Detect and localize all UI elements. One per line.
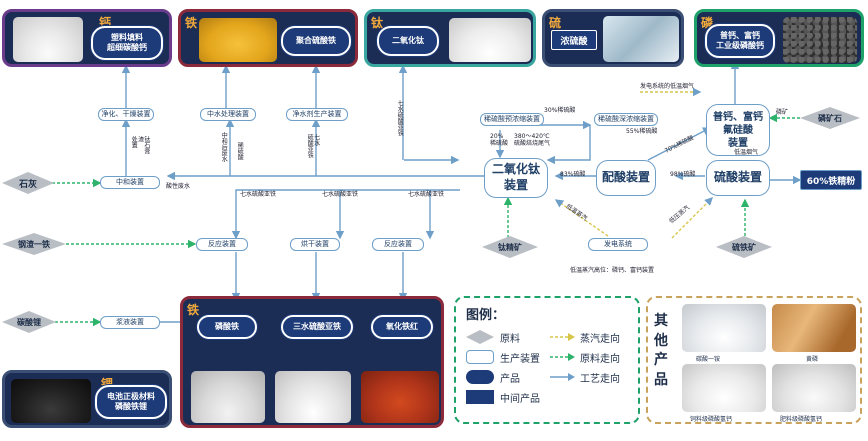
legend-process-label: 工艺走向 [580, 374, 620, 385]
lithium-product-panel: 锂 电池正极材料 磷酸铁锂 [2, 370, 172, 428]
polyferric-sulfate-photo [199, 18, 277, 62]
flow-label-98-acid: 98%硫酸 [670, 171, 696, 178]
acid-mixing-device: 配酸装置 [596, 160, 656, 196]
ti-dioxide-photo [449, 18, 531, 62]
steel-slag-iron-raw-material: 钢渣一铁 [2, 233, 66, 255]
legend-device-swatch [466, 350, 494, 364]
calcium-carbonate-photo [13, 17, 83, 62]
flow-label-tail-water: 酸性废水 [166, 183, 191, 190]
mono-ammonium-photo [682, 304, 766, 352]
sulfuric-acid-product: 浓硫酸 [551, 30, 597, 50]
phosphate-rock-raw-material: 磷矿石 [800, 107, 860, 129]
power-system-device: 发电系统 [588, 238, 648, 251]
calcium-product: 塑料填料 超细碳酸钙 [91, 26, 163, 60]
flow-label-sludge: 钛石膏 渣 处置 [130, 136, 150, 154]
ti-product-frame: 钛 二氧化钛 [364, 9, 536, 67]
calcium-product-frame: 钙 塑料填料 超细碳酸钙 [2, 9, 172, 67]
phosphate-plant-device: 普钙、富钙 氟硅酸 装置 [706, 104, 770, 156]
neutralization-device: 中和装置 [100, 176, 160, 189]
ti-dioxide-product: 二氧化钛 [377, 26, 439, 56]
ferrous-sulfate-product: 三水硫酸亚铁 [281, 315, 353, 339]
legend-raw-swatch [466, 330, 494, 344]
pyrite-raw-material: 硫铁矿 [716, 236, 772, 258]
flow-label-low-gas: 低温烟气 [734, 149, 759, 156]
purify-dry-device: 净化、干燥装置 [98, 108, 154, 121]
legend-product-label: 产品 [500, 374, 520, 385]
sulfur-element-label: 硫 [549, 16, 562, 30]
other-products-panel: 其 他 产 品 碳酸一铵 黄磷 饲料级磷酸氢钙 肥料级磷酸氢钙 [646, 296, 862, 424]
yellow-phosphorus-photo [772, 304, 856, 352]
ti-concentrate-raw-material: 钛精矿 [482, 236, 538, 258]
ti-element-label: 钛 [371, 16, 384, 30]
flow-label-steam-c: 低温蒸汽高位：磷钙、富钙装置 [570, 267, 655, 274]
iron-phosphate-photo [191, 371, 265, 423]
flow-label-temp: 380～420℃ 硫酸焙烧尾气 [514, 133, 551, 147]
polyferric-sulfate-product: 聚合硫酸铁 [281, 26, 351, 56]
lime-raw-material: 石灰 [2, 172, 54, 194]
flow-label-power-gas: 发电系统的低温烟气 [640, 83, 695, 90]
legend-process-arrow-icon [550, 373, 575, 381]
other-products-title: 其 他 产 品 [654, 313, 668, 388]
lithium-iron-phosphate-product: 电池正极材料 磷酸铁锂 [95, 385, 167, 419]
lithium-carbonate-raw-material: 碳酸锂 [2, 311, 56, 333]
iron-panel-element-label: 铁 [187, 303, 200, 317]
dilute-acid-deepconc-device: 稀硫酸深浓缩装置 [594, 113, 658, 126]
phosphorus-product-frame: 磷 普钙、富钙 工业级磷酸钙 [694, 9, 864, 67]
phosphate-product: 普钙、富钙 工业级磷酸钙 [705, 24, 775, 58]
iron-poly-product-frame: 铁 聚合硫酸铁 [178, 9, 358, 67]
tio2-plant-device: 二氧化钛 装置 [484, 158, 548, 198]
iron-concentrate-intermediate: 60%铁精粉 [800, 170, 862, 190]
flow-label-ferrous-4: 七水硫酸亚铁 [396, 100, 404, 136]
iron-oxide-red-photo [361, 371, 439, 423]
legend-raw-arrow-icon [550, 353, 575, 361]
fertilizer-grade-phosphate-photo [772, 364, 856, 412]
iron-products-panel: 铁 磷酸铁 三水硫酸亚铁 氧化铁红 [180, 296, 444, 428]
legend-title: 图例： [466, 308, 506, 323]
flow-label-ferrous-side: 七水 硫酸亚铁 [306, 134, 320, 158]
reaction-device-1: 反应装置 [196, 238, 248, 251]
ferrous-sulfate-photo [275, 371, 351, 423]
flow-label-mid-water: 中和后废水 [220, 132, 228, 162]
sulfuric-acid-device: 硫酸装置 [706, 160, 770, 196]
phosphate-granules-photo [783, 17, 857, 63]
legend-raw-label: 原料 [500, 334, 520, 345]
legend-device-label: 生产装置 [500, 354, 540, 365]
sulfuric-acid-photo [603, 16, 679, 62]
flow-label-20-acid: 20% 稀硫酸 [490, 133, 509, 147]
iron-element-label: 铁 [185, 16, 198, 30]
pfs-plant-device: 净水剂生产装置 [286, 108, 348, 121]
flow-label-mineral: 磷矿 [776, 109, 789, 116]
iron-phosphate-product: 磷酸铁 [197, 315, 257, 339]
dilute-acid-preconc-device: 稀硫酸预浓缩装置 [480, 113, 544, 126]
lithium-iron-phosphate-photo [11, 379, 91, 423]
slurry-device: 浆液装置 [100, 316, 160, 329]
flow-label-55-acid: 55%稀硫酸 [626, 128, 658, 135]
legend-raw-flow-label: 原料走向 [580, 354, 620, 365]
legend-product-swatch [466, 370, 494, 384]
other-product-label-2: 黄磷 [806, 356, 819, 363]
legend-steam-label: 蒸汽走向 [580, 334, 620, 345]
other-product-label-1: 碳酸一铵 [696, 356, 721, 363]
legend-intermediate-label: 中间产品 [500, 394, 540, 405]
legend-intermediate-swatch [466, 390, 494, 404]
flow-label-30-acid: 30%稀硫酸 [544, 107, 576, 114]
flow-label-ferrous-1: 七水硫酸亚铁 [240, 191, 277, 198]
feed-grade-phosphate-photo [682, 364, 766, 412]
other-product-label-3: 饲料级磷酸氢钙 [690, 416, 733, 423]
dryer-device: 烘干装置 [290, 238, 340, 251]
sulfur-product-frame: 硫 浓硫酸 [542, 9, 684, 67]
water-treatment-device: 中水处理装置 [200, 108, 256, 121]
legend-panel: 图例： 原料 生产装置 产品 中间产品 蒸汽走向 原料走向 工艺走向 [454, 296, 640, 424]
reaction-device-2: 反应装置 [372, 238, 424, 251]
flow-label-ferrous-3: 七水硫酸亚铁 [408, 191, 445, 198]
legend-steam-arrow-icon [550, 333, 575, 341]
flow-label-83-acid: 83%硫酸 [560, 171, 586, 178]
flow-label-ferrous-2: 七水硫酸亚铁 [322, 191, 359, 198]
iron-oxide-red-product: 氧化铁红 [371, 315, 433, 339]
other-product-label-4: 肥料级磷酸氢钙 [780, 416, 823, 423]
flow-label-acid-waste: 稀硫酸 [236, 142, 244, 160]
